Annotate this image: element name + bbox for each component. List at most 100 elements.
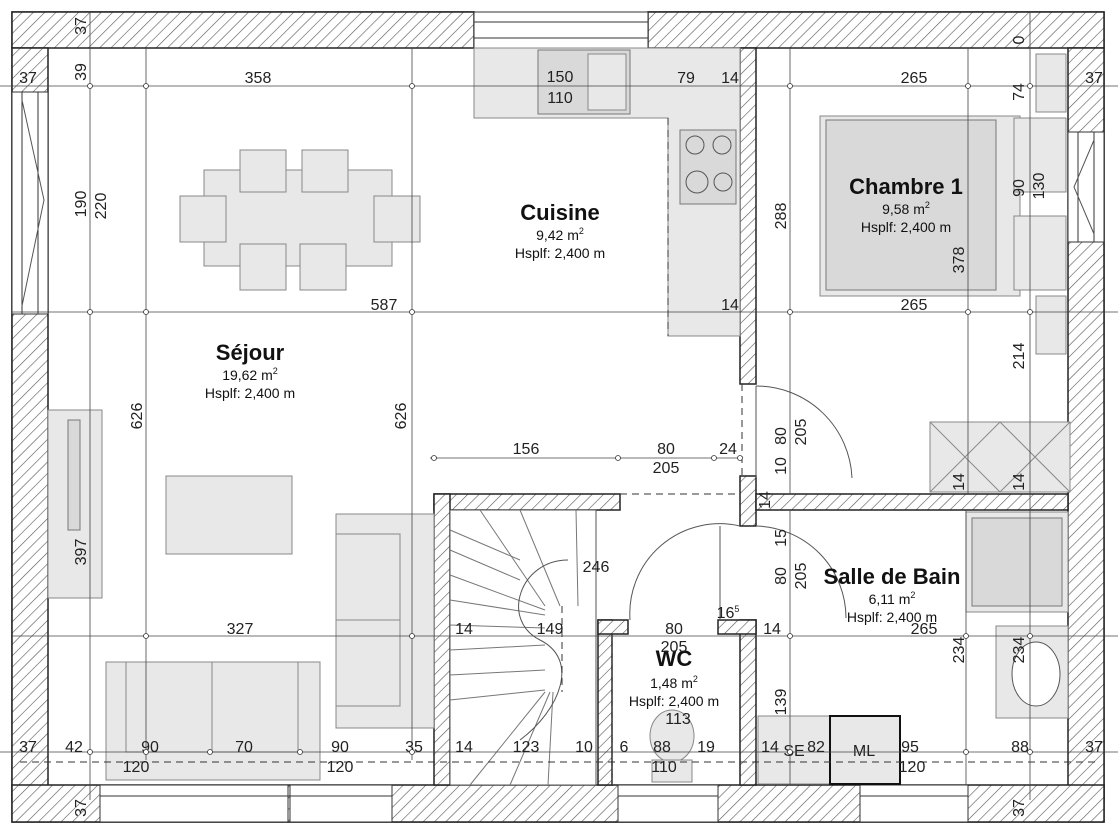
dim-label: 120	[899, 759, 926, 776]
room-area: 1,48 m2	[650, 674, 698, 691]
dim-label: 265	[911, 621, 938, 638]
dim-label: 120	[123, 759, 150, 776]
dim-label: 150	[547, 69, 574, 86]
dim-label: 110	[547, 90, 573, 107]
se-label: SE	[783, 743, 804, 760]
dim-label: 220	[93, 193, 110, 220]
room-height: Hsplf: 2,400 m	[205, 385, 295, 401]
room-label-chambre: Chambre 1 9,58 m2 Hsplf: 2,400 m	[849, 174, 963, 235]
dim-label: 80	[657, 441, 675, 458]
dim-label: 246	[583, 559, 610, 576]
kitchen-counter	[473, 47, 741, 337]
dim-label: 19	[697, 739, 715, 756]
dim-label: 205	[653, 460, 680, 477]
dim-label: 214	[1011, 343, 1028, 370]
dim-label: 14	[761, 739, 779, 756]
windows	[11, 11, 1105, 823]
dim-label: 95	[901, 739, 919, 756]
dim-label: 234	[951, 637, 968, 664]
dim-label: 82	[807, 739, 825, 756]
dim-label: 10	[575, 739, 593, 756]
room-area: 19,62 m2	[222, 366, 278, 383]
staircase	[449, 509, 597, 786]
dim-label: 587	[371, 297, 398, 314]
dim-label: 37	[19, 739, 37, 756]
dim-label: 37	[73, 17, 90, 35]
dim-label: 139	[773, 689, 790, 716]
dim-label: 130	[1031, 173, 1048, 200]
dim-label: 205	[793, 563, 810, 590]
dim-label: 265	[901, 70, 928, 87]
dim-label: 88	[653, 739, 671, 756]
dimension-lines	[0, 12, 1118, 800]
dim-label: 42	[65, 739, 83, 756]
dim-label: 14	[1011, 473, 1028, 491]
dashed-lines	[20, 118, 1098, 785]
room-name: Salle de Bain	[824, 564, 961, 589]
room-label-sejour: Séjour 19,62 m2 Hsplf: 2,400 m	[205, 340, 295, 401]
cooktop	[679, 129, 737, 205]
dim-label: 327	[227, 621, 254, 638]
room-label-wc: WC 1,48 m2 Hsplf: 2,400 m	[629, 646, 719, 709]
room-label-salle-de-bain: Salle de Bain 6,11 m2 Hsplf: 2,400 m	[824, 564, 961, 625]
room-height: Hsplf: 2,400 m	[629, 693, 719, 709]
room-label-cuisine: Cuisine 9,42 m2 Hsplf: 2,400 m	[515, 200, 605, 261]
bedroom-furniture	[819, 53, 1067, 355]
dim-label: 378	[951, 247, 968, 274]
dim-label: 80	[773, 567, 790, 585]
dim-label: 79	[677, 70, 695, 87]
dimension-texts: 37 358 150 110 79 14 265 37 587 14 265 1…	[19, 69, 1103, 776]
room-area: 9,42 m2	[536, 226, 584, 243]
dim-label: 10	[773, 457, 790, 475]
closet	[929, 421, 1071, 493]
dim-label: 14	[455, 739, 473, 756]
dim-label: 70	[235, 739, 253, 756]
room-height: Hsplf: 2,400 m	[515, 245, 605, 261]
room-height: Hsplf: 2,400 m	[847, 609, 937, 625]
dim-label: 14	[455, 621, 473, 638]
dim-label: 288	[773, 203, 790, 230]
dim-label: 123	[513, 739, 540, 756]
ml-cabinet	[829, 715, 901, 785]
room-name: Séjour	[216, 340, 285, 365]
nightstand	[1013, 117, 1067, 193]
dim-label: 15	[773, 529, 790, 547]
dim-label: 14	[951, 473, 968, 491]
dim-label: 90	[1011, 179, 1028, 197]
dim-label: 156	[513, 441, 540, 458]
dim-label: 24	[719, 441, 737, 458]
room-name: Cuisine	[520, 200, 599, 225]
dim-label: 14	[721, 297, 739, 314]
dim-label: 190	[73, 191, 90, 218]
room-height: Hsplf: 2,400 m	[861, 219, 951, 235]
dim-label: 37	[1011, 799, 1028, 817]
wc-fixture	[649, 709, 695, 783]
dim-label: 120	[327, 759, 354, 776]
dim-label: 165	[717, 604, 740, 622]
room-name: Chambre 1	[849, 174, 963, 199]
dim-label: 358	[245, 70, 272, 87]
dim-label: 14	[757, 491, 774, 509]
dim-label: 265	[901, 297, 928, 314]
dim-label: 14	[763, 621, 781, 638]
dim-label: 37	[73, 799, 90, 817]
dim-label: 39	[73, 63, 90, 81]
dimension-ticks	[87, 83, 1033, 755]
dim-label: 37	[1085, 739, 1103, 756]
room-area: 6,11 m2	[869, 590, 916, 607]
dim-label: 205	[661, 639, 688, 656]
dim-label: 80	[773, 427, 790, 445]
coffee-table	[165, 475, 293, 555]
dim-label: 626	[393, 403, 410, 430]
room-area: 9,58 m2	[882, 200, 930, 217]
living-furniture	[47, 409, 435, 781]
dim-label: 6	[620, 739, 629, 756]
dim-label: 88	[1011, 739, 1029, 756]
dim-label: 37	[19, 70, 37, 87]
dim-label: 397	[73, 539, 90, 566]
dim-label: 0	[1011, 35, 1028, 44]
dim-label: 37	[1085, 70, 1103, 87]
dim-label: 80	[665, 621, 683, 638]
ml-label: ML	[853, 743, 875, 760]
